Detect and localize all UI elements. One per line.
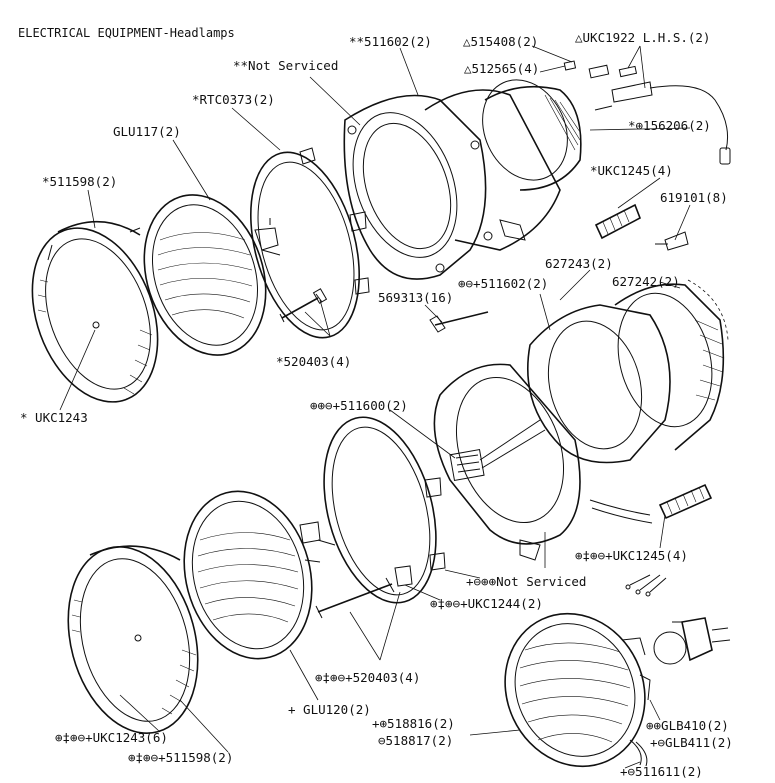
lower-wiring-connectors (625, 574, 667, 597)
fixing-619101 (655, 231, 689, 251)
label-512565: △512565(4) (464, 61, 539, 76)
upper-mounting-ring-511602 (343, 94, 487, 280)
label-ukc1244: ⊕‡⊕⊖+UKC1244(2) (430, 596, 543, 611)
lower-lamp-unit-518816 (504, 612, 651, 768)
label-627242: 627242(2) (612, 274, 680, 289)
lower-adjuster-screws-520403 (315, 577, 395, 619)
spring-clip-511611 (629, 739, 648, 767)
label-520403-bottom: ⊕‡⊕⊖+520403(4) (315, 670, 420, 685)
label-619101: 619101(8) (660, 190, 728, 205)
lower-rim-511598 (67, 545, 199, 734)
upper-grommet-ukc1245 (594, 203, 642, 240)
label-glb411: +⊖GLB411(2) (650, 735, 733, 750)
diagram-title: ELECTRICAL EQUIPMENT-Headlamps (18, 26, 235, 40)
upper-adjuster-screws-520403 (279, 288, 328, 323)
upper-headlamp-shell (424, 79, 582, 251)
label-520403-top: *520403(4) (276, 354, 351, 369)
bolt-569313 (429, 311, 489, 333)
label-not-serviced-bottom: +⊖⊕⊕Not Serviced (466, 574, 586, 589)
leader-lines (59, 45, 691, 769)
label-511611: +⊖511611(2) (620, 764, 703, 779)
label-518817: ⊖518817(2) (378, 733, 453, 748)
label-glb410: ⊕⊕GLB410(2) (646, 718, 729, 733)
label-511600: ⊕⊕⊖+511600(2) (310, 398, 408, 413)
label-515408: △515408(2) (463, 34, 538, 49)
label-ukc1245-top: *UKC1245(4) (590, 163, 673, 178)
label-ukc1243-top: * UKC1243 (20, 410, 88, 425)
label-ukc1922: △UKC1922 L.H.S.(2) (575, 30, 710, 45)
headlamp-bulb-glb410 (653, 617, 731, 665)
upper-rim-511598 (31, 220, 159, 403)
label-ukc1245-bottom: ⊕‡⊕⊖+UKC1245(4) (575, 548, 688, 563)
label-627243: 627243(2) (545, 256, 613, 271)
label-518816: +⊕518816(2) (372, 716, 455, 731)
label-511602-mid: ⊕⊖+511602(2) (458, 276, 548, 291)
upper-sidelamp-bulb-assembly (563, 60, 731, 165)
label-569313: 569313(16) (378, 290, 453, 305)
lower-headlamp-shell-511600 (433, 363, 581, 561)
label-glu120: + GLU120(2) (288, 702, 371, 717)
label-rtc0373: *RTC0373(2) (192, 92, 275, 107)
label-511598-bottom: ⊕‡⊕⊖+511598(2) (128, 750, 233, 765)
label-511602-top: **511602(2) (349, 34, 432, 49)
upper-retaining-ring-rtc0373 (250, 147, 370, 339)
label-ukc1243-bottom: ⊕‡⊕⊖+UKC1243(6) (55, 730, 168, 745)
lower-retaining-ring-ukc1244 (323, 416, 446, 604)
lower-lamp-unit-glu120 (183, 490, 336, 660)
label-511598-top: *511598(2) (42, 174, 117, 189)
label-glu117: GLU117(2) (113, 124, 181, 139)
label-not-serviced-top: **Not Serviced (233, 58, 338, 73)
adaptor-plates-627243-627242 (527, 279, 729, 464)
lower-grommet-ukc1245 (589, 483, 713, 524)
upper-lamp-unit-glu117 (143, 194, 281, 356)
label-156206: *⊕156206(2) (628, 118, 711, 133)
